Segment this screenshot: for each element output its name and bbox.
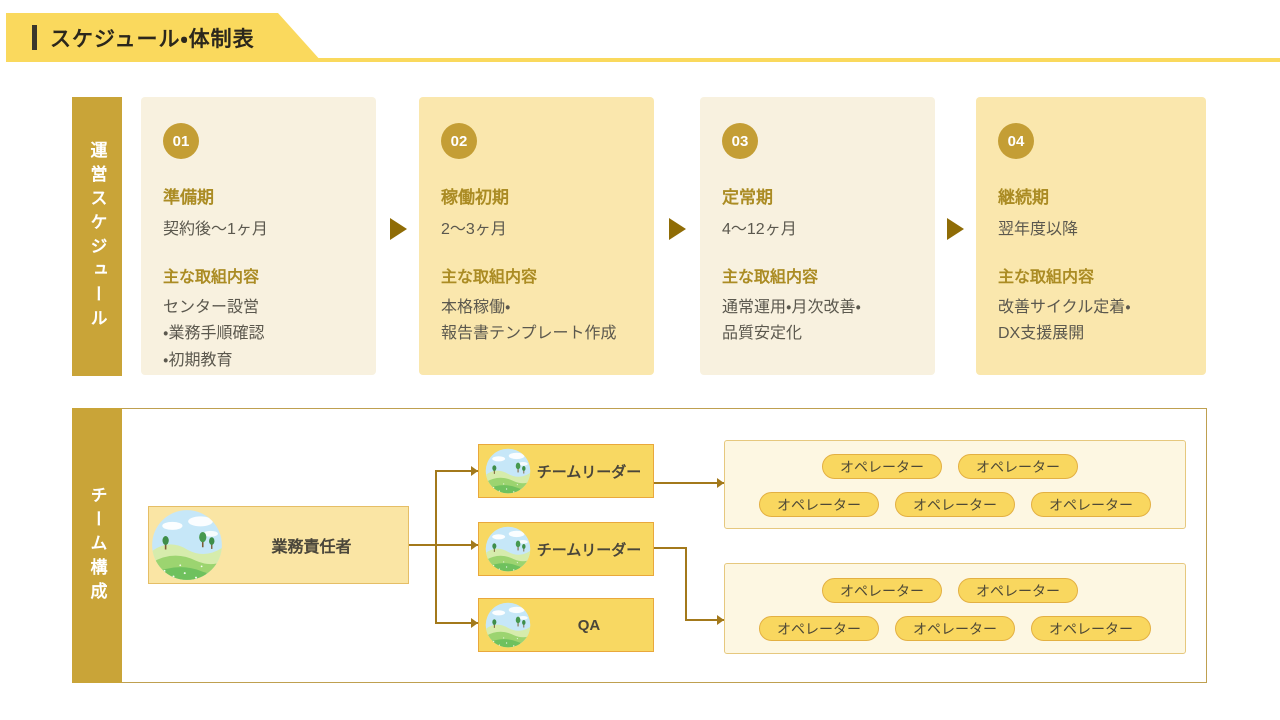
phase-number-text: 04 <box>1007 132 1025 150</box>
phase-name: 準備期 <box>163 188 214 207</box>
operator-group-1: オペレーター オペレーター オペレーター オペレーター オペレーター <box>724 440 1186 529</box>
org-connector-line <box>654 547 687 549</box>
team-leader-label: チームリーダー <box>536 541 642 559</box>
phase-number-badge: 01 <box>163 123 199 159</box>
title-banner: スケジュール・体制表 <box>6 13 322 62</box>
schedule-section-label-text: 運営スケジュール <box>87 140 107 333</box>
phase-card-02: 02 稼働初期 2〜3ヶ月 主な取組内容 本格稼働・ 報告書テンプレート作成 <box>419 97 654 375</box>
manager-label: 業務責任者 <box>271 539 352 556</box>
team-leader-label: チームリーダー <box>536 463 642 481</box>
operator-pill: オペレーター <box>958 454 1078 479</box>
org-connector-line <box>685 619 724 621</box>
banner-underline <box>6 58 1280 62</box>
operator-group-2: オペレーター オペレーター オペレーター オペレーター オペレーター <box>724 563 1186 654</box>
activity-line: ・初期教育 <box>163 351 233 369</box>
phase-number-badge: 02 <box>441 123 477 159</box>
activity-line: 通常運用・月次改善・ <box>722 299 861 316</box>
activity-line: 品質安定化 <box>722 325 803 343</box>
landscape-avatar-image <box>485 602 531 648</box>
phase-period: 翌年度以降 <box>998 221 1079 238</box>
phase-name: 定常期 <box>722 188 773 207</box>
schedule-section-label: 運営スケジュール <box>72 97 122 376</box>
phase-number-text: 03 <box>731 132 749 150</box>
landscape-avatar-image <box>485 448 531 494</box>
operator-pill: オペレーター <box>958 578 1078 603</box>
connector-arrowhead-icon <box>717 478 724 488</box>
team-section-label: チーム構成 <box>72 408 122 683</box>
activity-line: 報告書テンプレート作成 <box>441 325 617 343</box>
activities-heading: 主な取組内容 <box>163 269 260 286</box>
operator-pill: オペレーター <box>759 616 879 641</box>
connector-arrowhead-icon <box>471 540 478 550</box>
phase-name: 稼働初期 <box>441 188 509 207</box>
connector-arrowhead-icon <box>471 466 478 476</box>
arrow-right-icon <box>390 218 407 240</box>
connector-arrowhead-icon <box>471 618 478 628</box>
phase-card-04: 04 継続期 翌年度以降 主な取組内容 改善サイクル定着・ DX支援展開 <box>976 97 1206 375</box>
operator-row: オペレーター オペレーター <box>822 578 1078 603</box>
page-title: スケジュール・体制表 <box>50 27 255 51</box>
phase-card-03: 03 定常期 4〜12ヶ月 主な取組内容 通常運用・月次改善・ 品質安定化 <box>700 97 935 375</box>
arrow-right-icon <box>669 218 686 240</box>
landscape-avatar-image <box>151 509 223 581</box>
activities-heading: 主な取組内容 <box>441 269 538 286</box>
org-connector-line <box>435 470 478 472</box>
phase-number-text: 02 <box>450 132 468 150</box>
team-section-label-text: チーム構成 <box>87 485 107 606</box>
phase-number-text: 01 <box>172 132 190 150</box>
operator-pill: オペレーター <box>895 492 1015 517</box>
operator-pill: オペレーター <box>822 454 942 479</box>
activity-line: 改善サイクル定着・ <box>998 299 1131 316</box>
activity-line: 本格稼働・ <box>441 299 511 316</box>
phase-number-badge: 03 <box>722 123 758 159</box>
activity-line: ・業務手順確認 <box>163 325 265 343</box>
org-connector-line <box>654 482 724 484</box>
activity-line: センター設営 <box>163 299 260 316</box>
operator-row: オペレーター オペレーター <box>822 454 1078 479</box>
operator-pill: オペレーター <box>1031 492 1151 517</box>
phase-period: 契約後〜1ヶ月 <box>163 221 268 238</box>
phase-number-badge: 04 <box>998 123 1034 159</box>
operator-pill: オペレーター <box>822 578 942 603</box>
org-connector-line <box>435 470 437 624</box>
connector-arrowhead-icon <box>717 615 724 625</box>
phase-period: 4〜12ヶ月 <box>722 221 797 238</box>
operator-pill: オペレーター <box>895 616 1015 641</box>
operator-pill: オペレーター <box>1031 616 1151 641</box>
operator-row: オペレーター オペレーター オペレーター <box>759 492 1151 517</box>
manager-box: 業務責任者 <box>148 506 409 584</box>
phase-name: 継続期 <box>998 188 1049 207</box>
qa-label: QA <box>577 616 601 634</box>
phase-period: 2〜3ヶ月 <box>441 221 507 238</box>
operator-row: オペレーター オペレーター オペレーター <box>759 616 1151 641</box>
activities-heading: 主な取組内容 <box>998 269 1095 286</box>
team-leader-box-1: チームリーダー <box>478 444 654 498</box>
landscape-avatar-image <box>485 526 531 572</box>
team-leader-box-2: チームリーダー <box>478 522 654 576</box>
org-connector-line <box>435 622 478 624</box>
activities-heading: 主な取組内容 <box>722 269 819 286</box>
operator-pill: オペレーター <box>759 492 879 517</box>
org-connector-line <box>409 544 478 546</box>
arrow-right-icon <box>947 218 964 240</box>
activity-line: DX支援展開 <box>998 325 1085 343</box>
qa-box: QA <box>478 598 654 652</box>
phase-card-01: 01 準備期 契約後〜1ヶ月 主な取組内容 センター設営 ・業務手順確認 ・初期… <box>141 97 376 375</box>
org-connector-line <box>685 547 687 621</box>
title-marker-bar <box>32 25 37 50</box>
